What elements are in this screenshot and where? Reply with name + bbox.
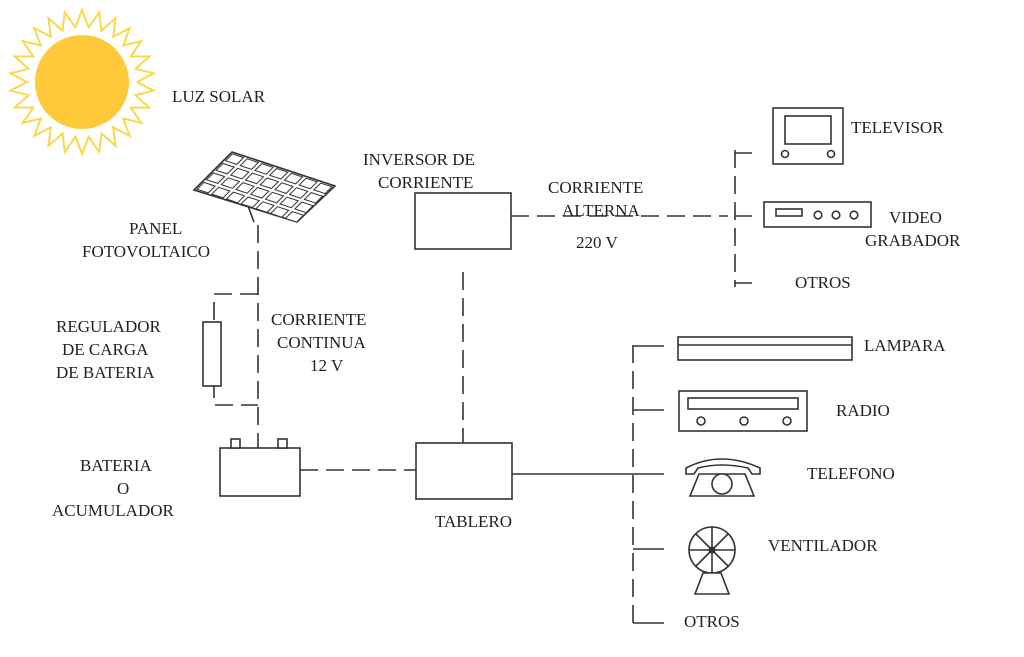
radio-icon [678,390,808,432]
label-bateria: BATERIA [80,456,153,475]
regulator-component-icon [202,321,222,387]
television-icon [772,107,844,165]
label-de-bateria: DE BATERIA [56,363,155,382]
solar-cell [215,162,236,175]
label-panel: PANEL [129,219,182,238]
lamp-icon [677,336,853,361]
label-telefono: TELEFONO [807,464,895,483]
solar-cell [210,186,231,199]
label-lampara: LAMPARA [864,336,946,355]
solar-panel-icon [192,151,337,223]
solar-cell [244,172,265,185]
solar-cell [274,182,294,194]
solar-cell [293,201,314,214]
fan-icon [688,526,736,595]
solar-cell [268,167,289,180]
solar-cell [269,206,290,218]
label-tablero: TABLERO [435,512,512,531]
solar-cell [229,167,250,180]
tablero-box [415,442,513,500]
solar-cell [239,158,260,170]
label-luz-solar: LUZ SOLAR [172,87,266,106]
solar-panel-cells [196,153,333,223]
label-otros-dc: OTROS [684,612,740,631]
sun-icon [7,7,157,157]
label-acumulador: ACUMULADOR [52,501,175,520]
label-corriente-inversor: CORRIENTE [378,173,473,192]
inversor-box [414,192,512,250]
label-corriente-alterna-1: CORRIENTE [548,178,643,197]
label-corriente-continua-1: CORRIENTE [271,310,366,329]
sun-core [35,35,129,129]
label-de-carga: DE CARGA [62,340,149,359]
solar-cell [288,187,309,199]
solar-cell [196,181,217,194]
solar-cell [255,201,275,213]
solar-cell [205,172,226,184]
label-grabador: GRABADOR [865,231,961,250]
solar-cell [312,182,333,195]
label-ventilador: VENTILADOR [768,536,878,555]
video-recorder-icon [763,201,872,228]
label-12v: 12 V [310,356,344,375]
label-video: VIDEO [889,208,942,227]
solar-cell [279,196,300,209]
solar-cell [224,153,245,165]
label-corriente-alterna-2: ALTERNA [562,201,640,220]
battery-icon [219,438,301,497]
solar-cell [235,182,255,194]
label-corriente-continua-2: CONTINUA [277,333,366,352]
label-o: O [117,479,129,498]
solar-cell [220,177,241,189]
solar-cell [284,211,305,223]
solar-cell [283,172,304,185]
solar-cell [303,192,324,204]
solar-cell [254,163,274,175]
label-220v: 220 V [576,233,618,252]
label-inversor: INVERSOR DE [363,150,475,169]
solar-cell [225,191,246,204]
label-fotovoltaico: FOTOVOLTAICO [82,242,210,261]
label-otros-ac: OTROS [795,273,851,292]
label-regulador: REGULADOR [56,317,161,336]
label-radio: RADIO [836,401,890,420]
label-televisor: TELEVISOR [851,118,944,137]
solar-cell [240,196,261,209]
solar-cell [249,186,270,199]
solar-cell [264,191,285,204]
telephone-icon [685,458,761,497]
solar-cell [259,177,280,190]
sun-rays [7,7,157,157]
solar-cell [298,177,319,190]
